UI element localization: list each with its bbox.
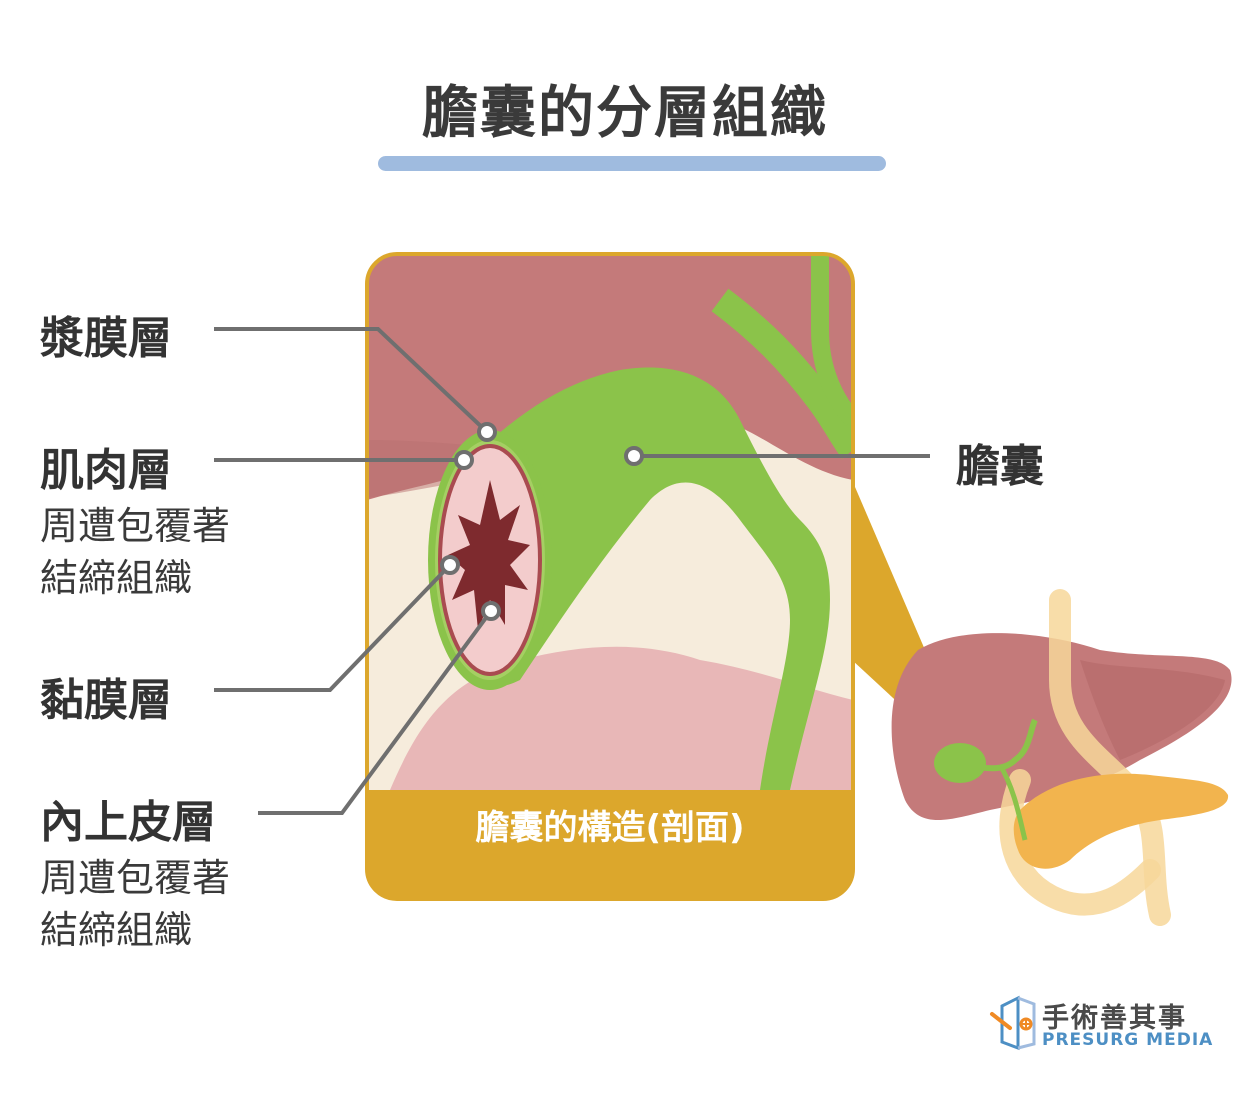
organ-overview bbox=[891, 589, 1232, 926]
serosa-marker bbox=[477, 422, 497, 442]
small-gallbladder bbox=[934, 743, 986, 783]
caption-bar bbox=[367, 790, 853, 899]
label-mucosa: 黏膜層 bbox=[40, 675, 172, 726]
serosa-line bbox=[214, 327, 489, 434]
mucosa-line bbox=[214, 563, 452, 692]
label-muscle-sub-2: 結締組織 bbox=[40, 556, 193, 600]
brand-name-cn: 手術善其事 bbox=[1042, 1003, 1187, 1034]
epithelium-line bbox=[258, 609, 493, 815]
epithelium-marker bbox=[481, 601, 501, 621]
label-epithelium: 內上皮層 bbox=[40, 797, 216, 848]
brand-icon bbox=[990, 995, 1036, 1051]
label-epithelium-sub-2: 結締組織 bbox=[40, 908, 193, 952]
cystic-duct bbox=[711, 288, 853, 459]
panel-caption: 膽囊的構造(剖面) bbox=[475, 808, 745, 848]
page-title: 膽囊的分層組織 bbox=[422, 81, 828, 146]
muscle-marker bbox=[454, 450, 474, 470]
label-gallbladder: 膽囊 bbox=[956, 441, 1044, 492]
bile-duct-lower bbox=[997, 763, 1028, 841]
lumen bbox=[448, 480, 530, 630]
brand-name-en: PRESURG MEDIA bbox=[1042, 1030, 1214, 1050]
label-muscle-sub-1: 周遭包覆著 bbox=[40, 504, 231, 548]
brand-logo: 手術善其事 PRESURG MEDIA bbox=[988, 994, 1228, 1054]
mucosa-marker bbox=[440, 555, 460, 575]
gallbladder-marker bbox=[624, 446, 644, 466]
label-muscle: 肌肉層 bbox=[40, 445, 172, 496]
title-underline bbox=[378, 156, 886, 171]
leader-lines bbox=[214, 327, 930, 815]
pancreas-shape bbox=[1013, 773, 1229, 869]
label-epithelium-sub-1: 周遭包覆著 bbox=[40, 856, 231, 900]
gallbladder-body bbox=[470, 367, 830, 790]
bile-duct bbox=[967, 718, 1038, 772]
label-serosa: 漿膜層 bbox=[40, 313, 172, 364]
liver-shadow bbox=[1080, 660, 1225, 760]
duodenum-loop bbox=[999, 769, 1161, 916]
hepatic-duct bbox=[811, 254, 853, 427]
